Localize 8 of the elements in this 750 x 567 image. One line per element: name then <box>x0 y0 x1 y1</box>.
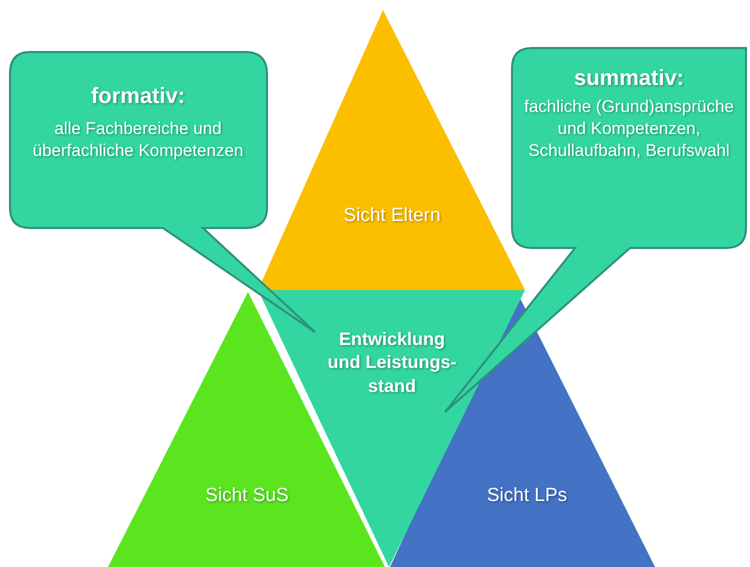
triangle-label: Sicht LPs <box>486 484 568 508</box>
callout-text: fachliche (Grund)ansprüche und Kompetenzen, Schullaufbahn, Berufswahl <box>523 96 735 162</box>
callout-heading: summativ: <box>572 64 686 92</box>
callout-text: alle Fachbereiche und überfachliche Kompetenzen <box>32 118 244 162</box>
triangle-label: Sicht SuS <box>204 484 290 508</box>
center-label: Entwicklung und Leistungs- stand <box>326 328 458 398</box>
callout-heading: formativ: <box>90 82 186 110</box>
triangle-label: Sicht Eltern <box>342 204 442 228</box>
